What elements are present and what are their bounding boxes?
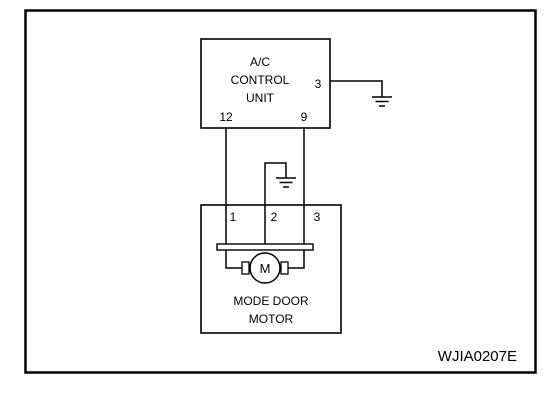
ac-unit-pin-9: 9 bbox=[301, 110, 308, 124]
ac-unit-pin-12: 12 bbox=[219, 110, 233, 124]
motor-label-line1: MODE DOOR bbox=[233, 294, 309, 308]
diagram-frame bbox=[24, 9, 537, 374]
mode-door-motor-unit: 1 2 3 M MODE DOOR MOTOR bbox=[200, 204, 342, 334]
ground-symbol-icon bbox=[276, 177, 296, 188]
motor-pin-1: 1 bbox=[230, 210, 237, 224]
motor-internal-wire-3 bbox=[286, 205, 305, 269]
motor-internal-wire-1 bbox=[225, 205, 246, 269]
motor-pin2-ground-wire bbox=[264, 162, 296, 205]
ac-control-unit-box bbox=[200, 38, 331, 129]
motor-pin-3: 3 bbox=[314, 210, 321, 224]
motor-label-line2: MOTOR bbox=[249, 312, 294, 326]
mode-door-motor-box bbox=[200, 204, 342, 334]
motor-pin-2: 2 bbox=[271, 210, 278, 224]
ground-symbol-icon bbox=[372, 96, 392, 107]
figure-code: WJIA0207E bbox=[438, 348, 517, 365]
position-sensor-bar bbox=[216, 243, 314, 251]
dc-motor-icon: M bbox=[241, 252, 289, 284]
ac-unit-label-line3: UNIT bbox=[246, 91, 275, 105]
ac-unit-ground-wire bbox=[330, 80, 392, 107]
motor-symbol-letter: M bbox=[260, 261, 271, 276]
ac-control-unit: A/C CONTROL UNIT 12 9 3 bbox=[200, 38, 331, 129]
ac-unit-label-line2: CONTROL bbox=[231, 73, 290, 87]
ac-unit-pin-3: 3 bbox=[315, 77, 322, 91]
ac-unit-label-line1: A/C bbox=[250, 55, 270, 69]
